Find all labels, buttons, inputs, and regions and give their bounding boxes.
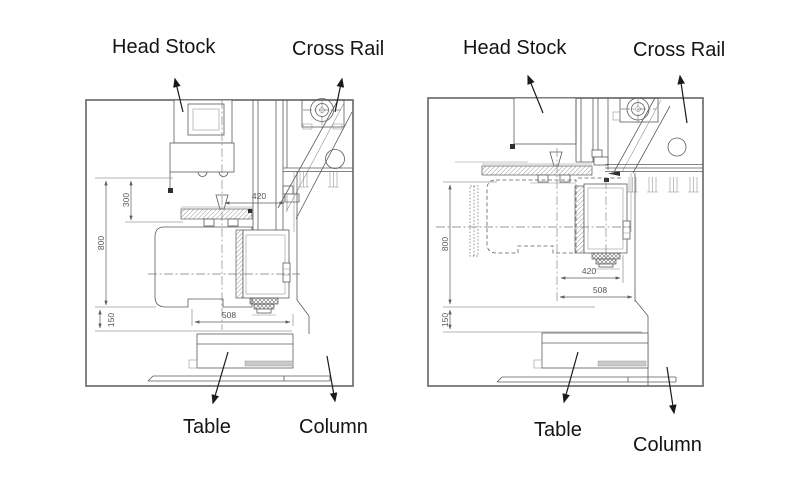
left-column-leader — [326, 355, 338, 403]
right-table-leader — [562, 351, 579, 404]
left-tool-post — [249, 297, 279, 316]
left-rails — [283, 167, 353, 188]
right-workpiece-phantom — [486, 179, 577, 254]
left-dim-508: 508 — [222, 310, 236, 320]
right-ram — [455, 98, 620, 182]
left-saddle-block — [235, 229, 291, 299]
right-spindle-motor — [612, 97, 659, 123]
left-column-hole — [325, 149, 345, 169]
left-leaders — [173, 77, 345, 405]
right-headstock-leader — [527, 74, 544, 114]
right-phantom-strip — [469, 185, 479, 257]
right-base — [496, 376, 677, 383]
right-cross-rail-label: Cross Rail — [633, 39, 726, 61]
right-dimensions: 800 150 420 508 — [440, 181, 642, 333]
right-column-label: Column — [633, 434, 702, 456]
left-dim-800: 800 — [96, 236, 106, 250]
left-crossrail-leader — [334, 77, 345, 113]
right-datum-arrow — [608, 171, 620, 176]
left-table-label: Table — [183, 416, 231, 438]
left-table-outline — [188, 333, 294, 369]
left-column-face — [293, 172, 310, 334]
left-cross-rail-diagonal — [277, 99, 353, 220]
left-base — [147, 375, 331, 382]
left-workpiece-body — [154, 226, 253, 308]
right-saddle-block — [574, 183, 631, 254]
right-diagram: 800 150 420 508 — [427, 74, 704, 415]
right-table-label: Table — [534, 419, 582, 441]
right-column-hole — [667, 137, 687, 157]
left-head-stock-label: Head Stock — [112, 36, 216, 58]
right-crossrail-leader — [677, 74, 688, 124]
left-headstock-leader — [173, 77, 184, 113]
left-table-leader — [211, 351, 229, 405]
right-table-outline — [533, 332, 649, 369]
right-column-leader — [666, 366, 677, 415]
right-cross-rail-diagonal — [613, 97, 687, 174]
right-dim-508: 508 — [593, 285, 607, 295]
right-head-stock-label: Head Stock — [463, 37, 567, 59]
left-dim-300: 300 — [121, 193, 131, 207]
right-leaders — [527, 74, 688, 415]
right-rails — [605, 164, 703, 193]
left-cross-rail-label: Cross Rail — [292, 38, 385, 60]
right-dim-420: 420 — [582, 266, 596, 276]
right-spindle-plate — [481, 151, 623, 184]
left-headstock — [168, 99, 235, 193]
right-dim-150: 150 — [440, 313, 450, 327]
left-dim-420: 420 — [252, 191, 266, 201]
left-dim-150: 150 — [106, 313, 116, 327]
left-diagram: 800 300 150 420 508 — [85, 77, 354, 405]
right-dim-800: 800 — [440, 237, 450, 251]
right-headstock — [510, 97, 577, 149]
left-dimensions: 800 300 150 420 508 — [95, 177, 294, 332]
left-column-label: Column — [299, 416, 368, 438]
